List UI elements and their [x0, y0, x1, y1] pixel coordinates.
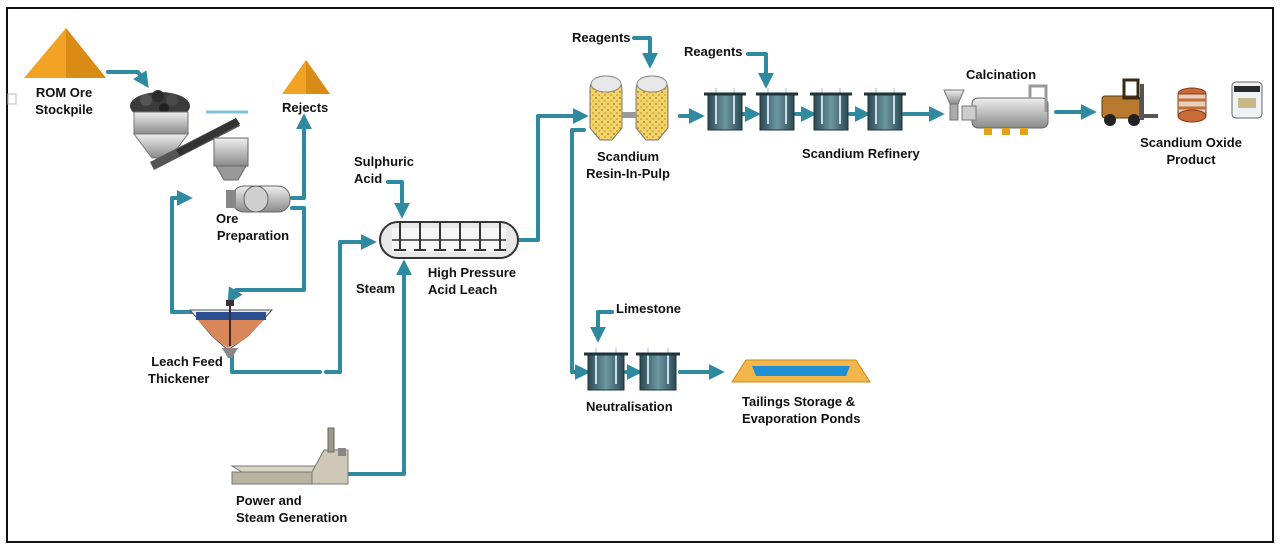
pipe-recycle-loop	[170, 190, 194, 314]
pipe-rip-to-neutralisation	[570, 128, 591, 380]
neutralisation-tank	[636, 348, 680, 391]
label-reagents-rip: Reagents	[572, 30, 631, 45]
tailings-pond-icon	[731, 359, 871, 383]
crusher-icon	[130, 90, 248, 170]
label-steam: Steam	[356, 281, 396, 296]
calcination-kiln-icon	[943, 84, 1049, 135]
leach-feed-thickener-icon	[188, 300, 274, 358]
refinery-tank	[704, 88, 746, 131]
label-rejects: Rejects	[282, 100, 329, 115]
label-limestone: Limestone	[616, 301, 682, 316]
flow-pipes	[106, 36, 1097, 476]
pipe-steam-to-hpal	[342, 259, 412, 476]
pipe-acid-to-hpal	[386, 180, 410, 219]
label-reagents-refinery: Reagents	[684, 44, 743, 59]
label-tailings-storage: Tailings Storage & Evaporation Ponds	[742, 394, 861, 426]
scandium-refinery-tanks-icon	[704, 88, 906, 131]
refinery-tank	[756, 88, 798, 131]
product-spools-icon	[1177, 87, 1207, 123]
pipe-hpal-to-rip	[518, 108, 589, 242]
label-scandium-refinery: Scandium Refinery	[802, 146, 920, 161]
label-power-steam-generation: Power and Steam Generation	[236, 493, 348, 525]
refinery-tank	[864, 88, 906, 131]
neutralisation-tanks-icon	[584, 348, 680, 391]
pipe-prep-to-thickener	[227, 206, 306, 305]
label-sulphuric-acid: Sulphuric Acid	[354, 154, 414, 186]
ore-preparation-mill-icon	[213, 137, 291, 213]
product-drum-icon	[1231, 81, 1263, 119]
pipe-rom-to-crusher	[106, 70, 149, 88]
forklift-icon	[1101, 78, 1158, 126]
rejects-pile-icon	[282, 60, 330, 94]
power-steam-generation-icon	[230, 427, 349, 485]
pipe-limestone	[590, 310, 614, 343]
label-ore-preparation: Ore Preparation	[216, 211, 290, 243]
neutralisation-tank	[584, 348, 628, 391]
rom-ore-pile-icon	[24, 28, 106, 78]
label-scandium-resin-in-pulp: Scandium Resin-In-Pulp	[586, 149, 670, 181]
label-calcination: Calcination	[966, 67, 1037, 82]
pipe-prep-to-rejects	[290, 113, 312, 200]
refinery-tank	[810, 88, 852, 131]
label-leach-feed-thickener: Leach Feed Thickener	[148, 354, 223, 386]
edge-marker	[7, 93, 17, 105]
label-neutralisation: Neutralisation	[586, 399, 673, 414]
pipe-thickener-to-hpal-2	[324, 234, 377, 374]
pipe-reagents-refinery	[746, 52, 774, 89]
label-scandium-oxide-product: Scandium Oxide Product	[1140, 135, 1242, 167]
resin-in-pulp-columns-icon	[589, 75, 669, 141]
hpal-autoclave-icon	[379, 221, 519, 259]
label-rom-ore-stockpile: ROM Ore Stockpile	[35, 85, 93, 117]
pipe-reagents-rip	[632, 36, 658, 69]
pipe-thickener-to-hpal	[230, 354, 322, 374]
label-high-pressure-acid-leach: High Pressure Acid Leach	[427, 265, 517, 297]
